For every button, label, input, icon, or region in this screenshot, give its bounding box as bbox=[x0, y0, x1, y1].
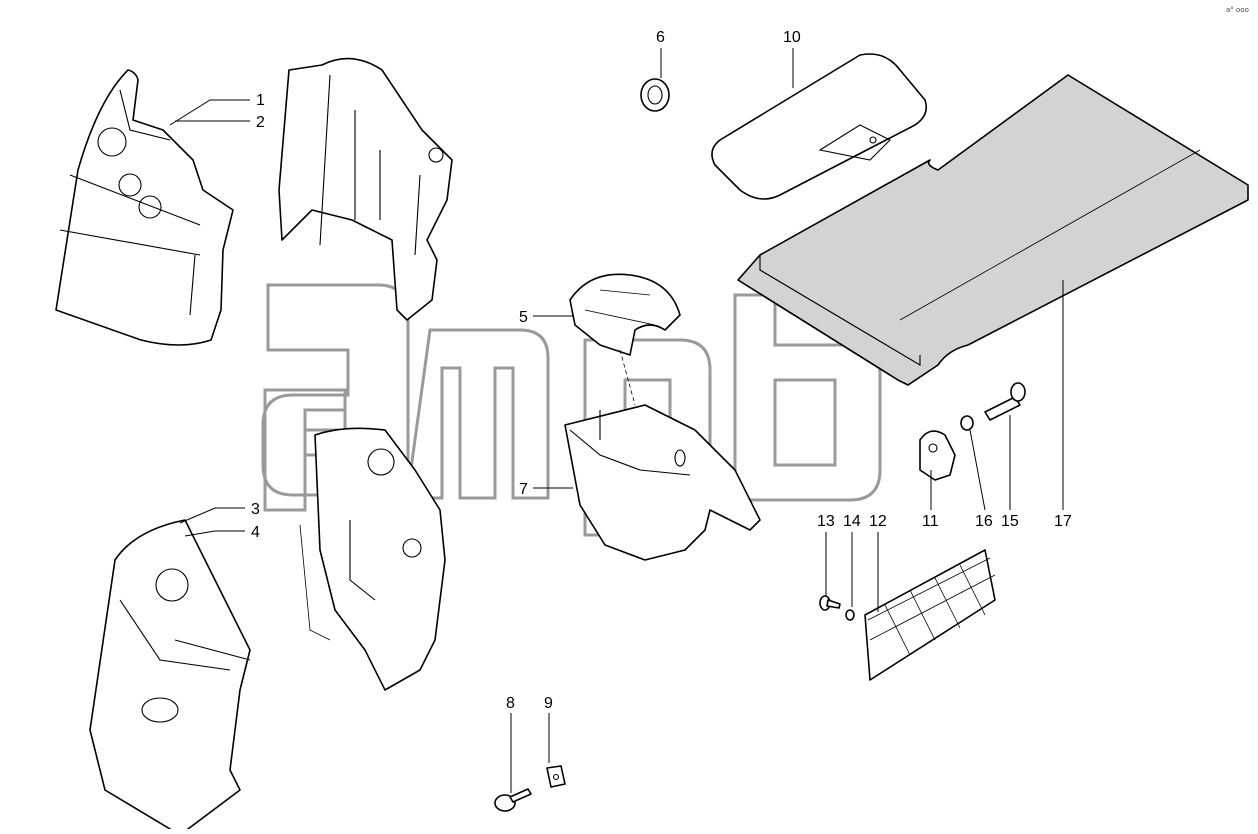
leader-lines bbox=[169, 48, 1064, 793]
part-4-inner-housing bbox=[299, 427, 446, 691]
callout-5: 5 bbox=[519, 309, 528, 326]
callout-16: 16 bbox=[975, 513, 993, 530]
part-3-lower-housing bbox=[89, 519, 251, 834]
part-16-washer bbox=[960, 415, 974, 431]
part-1-console-cover bbox=[55, 69, 234, 346]
callout-14: 14 bbox=[843, 513, 861, 530]
callout-8: 8 bbox=[506, 695, 515, 712]
part-15-bolt bbox=[984, 382, 1026, 421]
part-13-screw bbox=[819, 595, 841, 611]
callout-7: 7 bbox=[519, 481, 528, 498]
part-5-cap bbox=[569, 273, 681, 356]
callout-15: 15 bbox=[1001, 513, 1019, 530]
callout-11: 11 bbox=[922, 513, 939, 530]
callout-10: 10 bbox=[783, 29, 801, 46]
part-8-screw bbox=[494, 788, 532, 812]
part-11-bracket bbox=[919, 430, 956, 481]
part-17-shelf-board bbox=[737, 74, 1249, 386]
callout-4: 4 bbox=[251, 524, 260, 541]
callout-13: 13 bbox=[817, 513, 835, 530]
callout-17: 17 bbox=[1054, 513, 1072, 530]
callout-9: 9 bbox=[544, 695, 553, 712]
part-14-washer bbox=[845, 609, 855, 621]
part-7-tray bbox=[564, 349, 761, 561]
part-10-visor bbox=[711, 53, 928, 200]
corner-mark: a° ooo bbox=[1226, 6, 1249, 14]
part-12-grille bbox=[864, 549, 996, 681]
callout-2: 2 bbox=[256, 114, 265, 131]
part-2-inner-cover bbox=[278, 57, 453, 321]
callout-labels: 1 2 3 4 5 6 7 8 9 10 11 12 13 14 15 16 1… bbox=[251, 29, 1072, 712]
part-6-grommet bbox=[640, 78, 670, 112]
part-9-clip-nut bbox=[546, 765, 566, 788]
callout-1: 1 bbox=[256, 92, 265, 109]
callout-3: 3 bbox=[251, 501, 260, 518]
callout-12: 12 bbox=[869, 513, 887, 530]
callout-6: 6 bbox=[656, 29, 665, 46]
